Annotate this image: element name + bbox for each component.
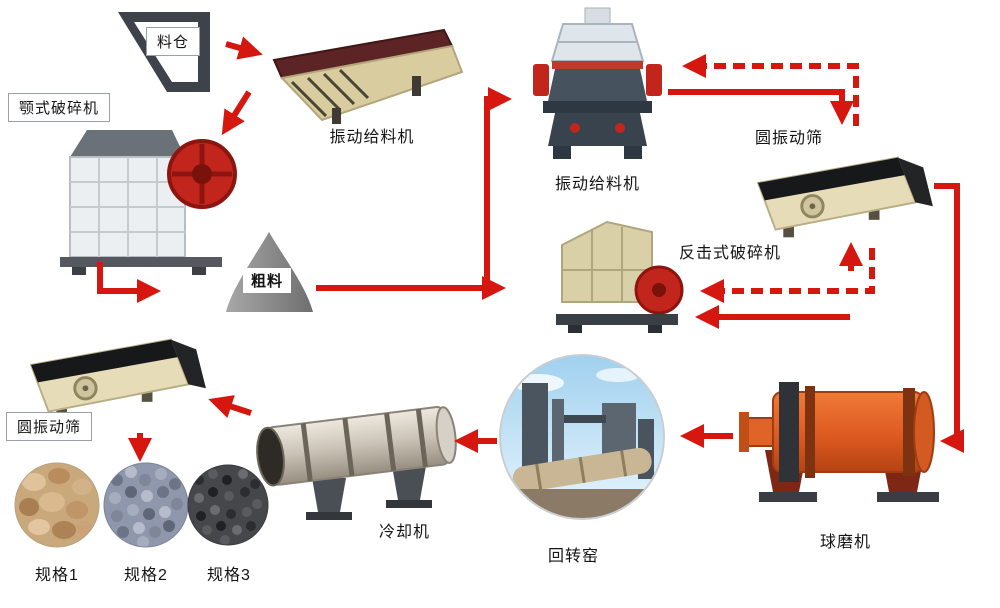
product-spec3-image	[187, 464, 269, 546]
jaw-crusher-label: 颚式破碎机	[8, 93, 111, 122]
product-spec2-image	[103, 462, 189, 548]
product-spec1-image	[14, 462, 100, 548]
silo-label: 料仓	[146, 27, 201, 56]
arrow-screen-to-cone-return	[682, 54, 859, 126]
screen-left-label: 圆振动筛	[6, 412, 93, 441]
cooler-machine	[256, 406, 457, 520]
vibrating-screen-right-machine	[756, 156, 933, 238]
spec3-label: 规格3	[207, 567, 251, 584]
cone-crusher-machine	[533, 7, 662, 159]
cone-crusher-label: 振动给料机	[554, 176, 640, 193]
arrow-silo-to-feeder	[225, 36, 263, 60]
spec1-label: 规格1	[35, 567, 79, 584]
cooler-label: 冷却机	[379, 524, 431, 541]
spec2-label: 规格2	[124, 567, 168, 584]
arrow-cooler-to-screen	[208, 395, 252, 418]
impact-crusher-machine	[556, 220, 684, 333]
arrow-cone-to-screen	[668, 89, 854, 125]
ball-mill-machine	[739, 382, 939, 502]
ball-mill-label: 球磨机	[820, 534, 872, 551]
vibrating-screen-left-machine	[29, 338, 206, 420]
impact-crusher-label: 反击式破碎机	[679, 245, 782, 262]
rotary-kiln-label: 回转窑	[548, 548, 600, 565]
vibrating-feeder-label: 振动给料机	[329, 129, 415, 146]
screen-right-label: 圆振动筛	[755, 130, 824, 147]
rotary-kiln-photo	[499, 354, 665, 520]
vibrating-feeder-machine	[272, 28, 464, 124]
coarse-material-label: 粗料	[243, 268, 292, 293]
jaw-crusher-machine	[60, 130, 237, 275]
